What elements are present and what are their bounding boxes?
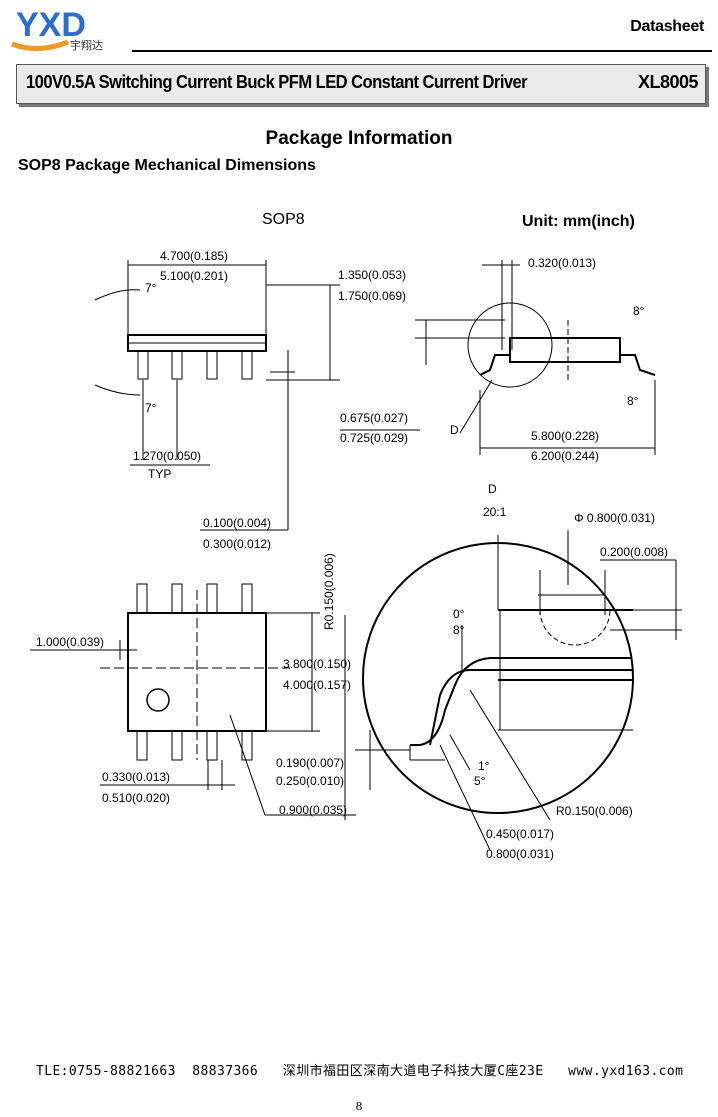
logo-text: YXD (16, 6, 86, 44)
top-view-body (127, 612, 267, 732)
document-title: 100V0.5A Switching Current Buck PFM LED … (26, 72, 528, 92)
dim-typ: TYP (148, 467, 171, 481)
title-bar (16, 64, 706, 104)
header-rule (132, 50, 712, 52)
brand-subtitle: 宇翔达 (70, 39, 103, 52)
dim-span-max: 6.200(0.244) (531, 449, 599, 463)
dim-radius-2: R0.150(0.006) (556, 804, 633, 818)
dim-ang-5: 5° (474, 774, 486, 788)
dim-height-min: 1.350(0.053) (338, 268, 406, 282)
side-lead (137, 350, 149, 380)
dim-foot-09: 0.900(0.035) (279, 803, 347, 817)
dim-width-min: 3.800(0.150) (283, 657, 351, 671)
dim-lead-w-min: 0.330(0.013) (102, 770, 170, 784)
dim-thick-max: 0.250(0.010) (276, 774, 344, 788)
dim-angle-8-top: 8° (633, 304, 645, 318)
top-lead (136, 583, 148, 614)
top-lead (206, 583, 218, 614)
dim-pin1-offset: 1.000(0.039) (36, 635, 104, 649)
end-view-body (509, 337, 621, 363)
top-lead (241, 583, 253, 614)
dim-clear-min: 0.100(0.004) (203, 516, 271, 530)
company-logo: YXD (8, 4, 133, 56)
dim-ang-0: 0° (453, 607, 465, 621)
dim-angle-7-top: 7° (145, 281, 157, 295)
dim-standoff-min: 0.675(0.027) (340, 411, 408, 425)
dim-angle-8-bottom: 8° (627, 394, 639, 408)
unit-label: Unit: mm(inch) (522, 213, 635, 230)
bottom-lead (136, 730, 148, 761)
dim-thick-min: 0.190(0.007) (276, 756, 344, 770)
subsection-title: SOP8 Package Mechanical Dimensions (18, 157, 316, 174)
side-lead (241, 350, 253, 380)
sop8-mechanical-drawing: SOP8 Unit: mm(inch) 4.700(0.185) 5.100(0… (30, 211, 682, 861)
footer-contact: TLE:0755-88821663 88837366 深圳市福田区深南大道电子科… (36, 1064, 684, 1079)
dim-ang-8b: 8° (453, 623, 465, 637)
page-number: 8 (355, 1100, 363, 1113)
doc-type: Datasheet (630, 18, 704, 35)
top-lead (171, 583, 183, 614)
dim-radius-1: R0.150(0.006) (322, 553, 336, 630)
dim-clear-max: 0.300(0.012) (203, 537, 271, 551)
dim-height-max: 1.750(0.069) (338, 289, 406, 303)
bottom-lead (171, 730, 183, 761)
side-lead (171, 350, 183, 380)
section-title: Package Information (265, 128, 453, 149)
dim-body-len-max: 5.100(0.201) (160, 269, 228, 283)
side-lead (206, 350, 218, 380)
package-label: SOP8 (262, 211, 305, 228)
dim-phi: Φ 0.800(0.031) (574, 511, 655, 525)
dim-angle-7-bottom: 7° (145, 401, 157, 415)
dim-span-min: 5.800(0.228) (531, 429, 599, 443)
dim-standoff-max: 0.725(0.029) (340, 431, 408, 445)
dim-width-max: 4.000(0.157) (283, 678, 351, 692)
bottom-lead (206, 730, 218, 761)
detail-title: D (488, 482, 497, 496)
pin1-marker (146, 688, 170, 712)
detail-d-callout: D (450, 423, 459, 437)
dim-pitch: 1.270(0.050) (133, 449, 201, 463)
dim-lead-w-top: 0.320(0.013) (528, 256, 596, 270)
detail-scale: 20:1 (483, 505, 507, 519)
dim-ref-02: 0.200(0.008) (600, 545, 668, 559)
dim-ang-1: 1° (478, 759, 490, 773)
dim-lead-w-max: 0.510(0.020) (102, 791, 170, 805)
bottom-lead (241, 730, 253, 761)
dim-body-len-min: 4.700(0.185) (160, 249, 228, 263)
dim-foot-min: 0.450(0.017) (486, 827, 554, 841)
detail-d-circle (467, 302, 553, 388)
dim-foot-max: 0.800(0.031) (486, 847, 554, 861)
part-number: XL8005 (637, 72, 699, 92)
